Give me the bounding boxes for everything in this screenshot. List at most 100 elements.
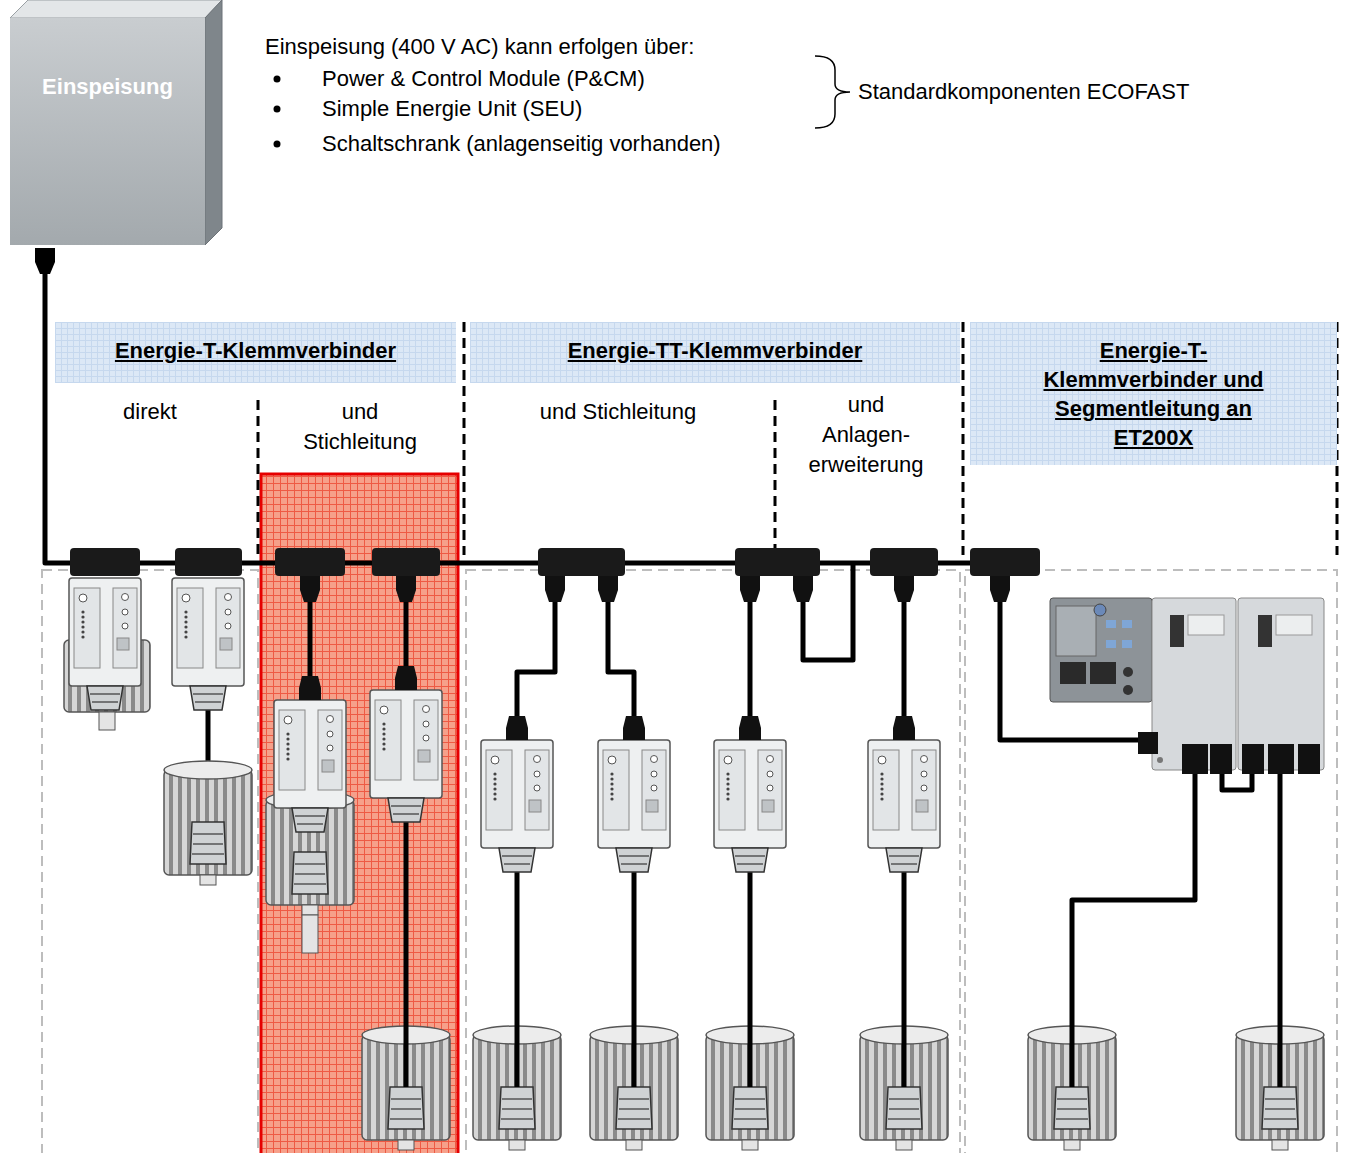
et200x-station <box>1123 667 1133 677</box>
motor-starter <box>370 690 442 822</box>
sub-heading: und Stichleitung <box>298 397 422 457</box>
motor-starter <box>481 740 553 872</box>
motor-shaft <box>302 915 318 953</box>
et200x-station <box>1123 685 1133 695</box>
t-connector <box>70 548 140 576</box>
et200x-station <box>1050 598 1324 774</box>
motor-starter <box>69 578 940 872</box>
socket-plug <box>598 576 618 602</box>
et200x-station <box>1268 744 1294 774</box>
bracket-label: Standardkomponenten ECOFAST <box>858 77 1278 107</box>
feed-cabinet <box>10 0 222 18</box>
motor-starter <box>714 740 786 872</box>
bullet-text: Schaltschrank (anlagenseitig vorhanden) <box>322 129 802 159</box>
sub-heading: und Stichleitung <box>518 397 718 427</box>
socket-plug <box>300 576 320 602</box>
cable-plug <box>739 716 761 740</box>
feed-cabinet-detail <box>72 226 82 240</box>
et200x-station <box>1056 606 1096 656</box>
t-connector <box>538 548 625 576</box>
t-connector <box>970 548 1040 576</box>
motor-starter <box>868 740 940 872</box>
cable <box>1000 600 1148 740</box>
section-band: Energie-T-Klemmverbinder und Segmentleit… <box>970 322 1337 465</box>
feed-cabinet <box>10 18 205 245</box>
t-connector <box>735 548 820 576</box>
socket-plug <box>793 576 813 602</box>
section-divider <box>258 322 1337 555</box>
motor-starter <box>69 578 141 710</box>
feed-cabinet-detail <box>120 40 140 52</box>
node-text-group: Energie-T-Klemmverbinder und Segmentleit… <box>1020 336 1287 452</box>
cable-plug <box>299 676 321 700</box>
motor-starter <box>274 700 346 832</box>
et200x-station <box>1276 615 1312 635</box>
bullet <box>274 106 281 113</box>
motor <box>99 712 115 730</box>
cable <box>515 870 520 1087</box>
section-band: Energie-TT-Klemmverbinder <box>470 322 960 383</box>
motor <box>64 640 1324 1150</box>
et200x-station <box>1242 744 1264 774</box>
bullet-text: Power & Control Module (P&CM) <box>322 64 802 94</box>
cable-plug <box>395 666 417 690</box>
feed-cabinet <box>10 0 222 245</box>
box-title: Einspeisung <box>10 74 205 100</box>
t-connector <box>372 548 440 576</box>
section-band: Energie-T-Klemmverbinder <box>55 322 456 383</box>
bullet-text: Simple Energie Unit (SEU) <box>322 94 802 124</box>
t-connector <box>70 548 1040 576</box>
cable <box>45 270 1148 822</box>
cable <box>902 870 907 1087</box>
feed-cabinet: Einspeisung <box>10 18 205 245</box>
node-text-group: Einspeisung <box>10 74 205 100</box>
motor-starter <box>172 578 244 710</box>
bracket <box>815 56 850 128</box>
et200x-station <box>1258 615 1272 647</box>
et200x-station <box>1210 744 1232 774</box>
cable <box>1072 772 1195 1087</box>
feed-cabinet-detail <box>35 40 140 274</box>
group-frame <box>466 570 960 1153</box>
section-divider <box>258 322 1337 555</box>
et200x-station <box>1188 615 1224 635</box>
group-frame <box>42 570 1337 1153</box>
intro-text: Einspeisung (400 V AC) kann erfolgen übe… <box>265 32 785 62</box>
et200x-station <box>1060 662 1086 684</box>
motor <box>164 761 252 885</box>
t-connector <box>275 548 345 576</box>
cable <box>45 270 1040 563</box>
cable <box>608 600 634 730</box>
et200x-station <box>1122 640 1132 648</box>
group-frame <box>42 570 258 1153</box>
bullet <box>274 141 281 148</box>
feed-cabinet-detail <box>35 248 55 274</box>
et200x-station <box>1050 598 1152 702</box>
cable <box>1278 772 1283 1087</box>
socket-plug <box>740 576 760 602</box>
et200x-station <box>1138 732 1158 754</box>
feed-cabinet <box>205 0 222 245</box>
et200x-station <box>1157 757 1163 763</box>
t-connector <box>870 548 938 576</box>
section-title: Energie-TT-Klemmverbinder <box>568 336 863 365</box>
cable-plug <box>893 716 915 740</box>
feed-cabinet-detail <box>108 212 140 226</box>
node-text-group: Energie-T-Klemmverbinder <box>115 336 396 365</box>
cable <box>1222 772 1252 790</box>
cable-plug <box>299 666 915 740</box>
sub-heading: und Anlagen-erweiterung <box>804 390 928 480</box>
cable <box>748 870 753 1087</box>
et200x-station <box>1094 604 1106 616</box>
t-connector <box>175 548 242 576</box>
et200x-station <box>1106 640 1116 648</box>
socket-plug <box>396 576 416 602</box>
section-title: Energie-T-Klemmverbinder und Segmentleit… <box>1020 336 1287 452</box>
cable-plug <box>506 716 528 740</box>
et200x-station <box>1106 620 1116 628</box>
